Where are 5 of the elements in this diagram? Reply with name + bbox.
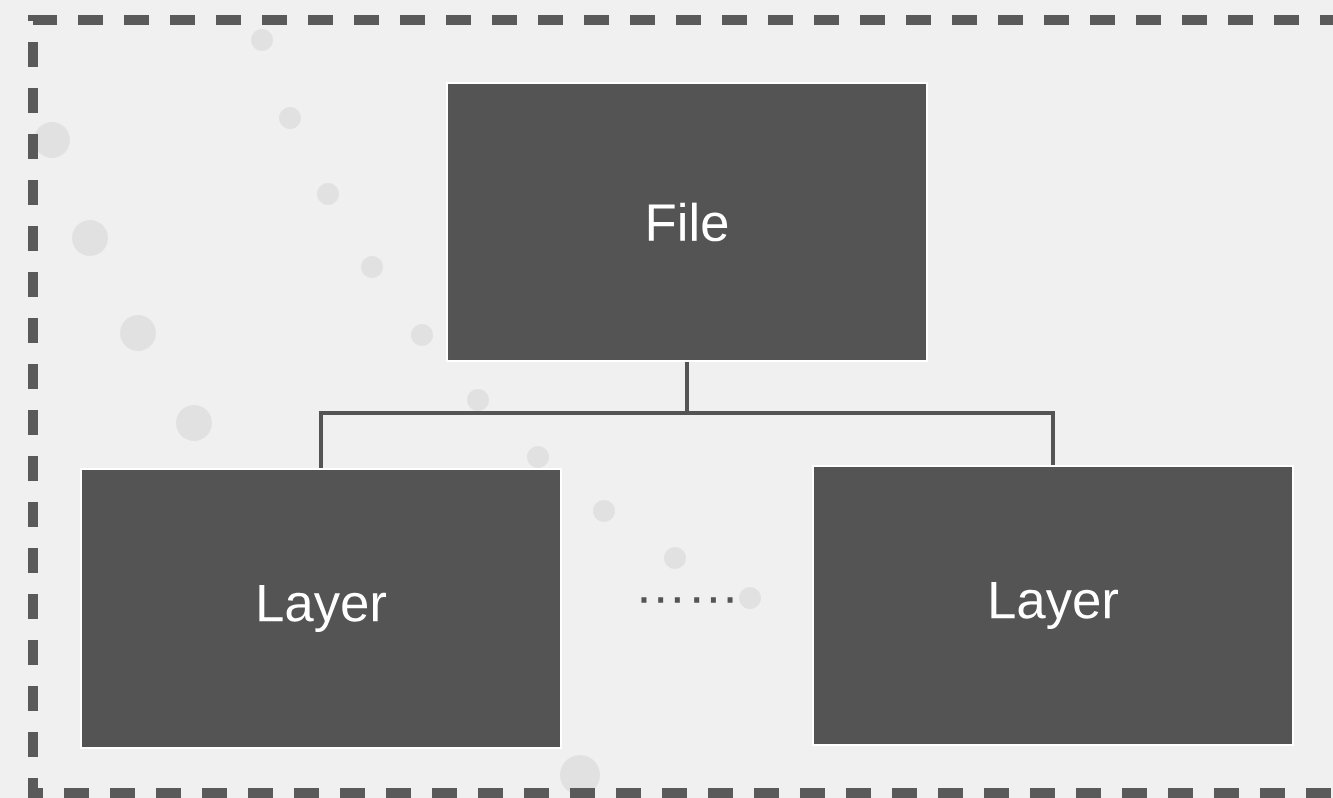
layer-box: Layer xyxy=(812,465,1294,746)
connector-line xyxy=(685,359,1055,468)
layer-box: File xyxy=(446,82,928,362)
layer-box: Layer xyxy=(80,468,562,749)
ellipsis-text: …… xyxy=(641,597,733,603)
